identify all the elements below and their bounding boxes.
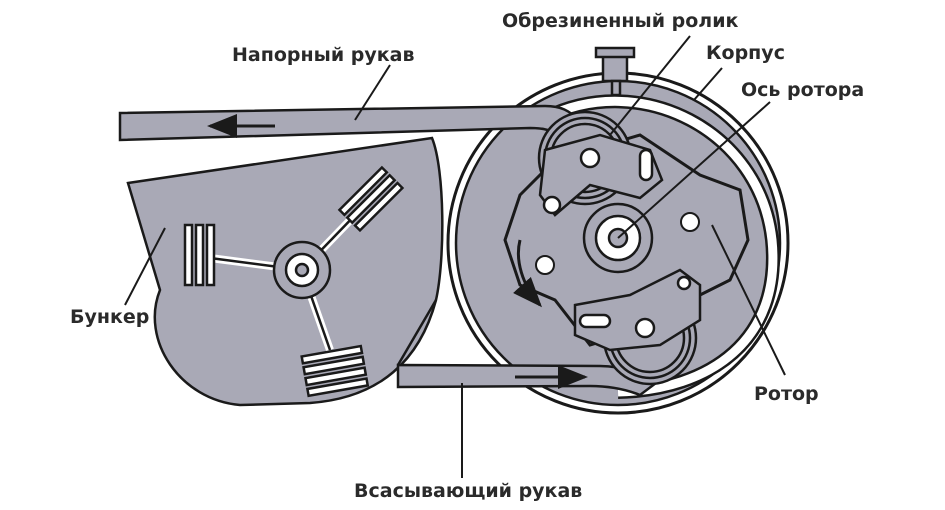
mixer-paddle — [300, 344, 370, 398]
label-rotor: Ротор — [754, 383, 819, 405]
label-hopper: Бункер — [70, 306, 150, 328]
rotation-arrow — [513, 239, 543, 308]
rotor-bolts — [535, 212, 700, 275]
leader-rotor-axis — [617, 101, 771, 239]
leader-lines — [124, 35, 786, 478]
label-suction-hose: Всасывающий рукав — [354, 480, 583, 502]
mixer-paddle — [183, 223, 216, 287]
leader-pressure-hose — [354, 64, 391, 121]
leader-rotor — [711, 224, 786, 376]
label-rotor-axis: Ось ротора — [741, 79, 865, 101]
leader-rubber-roller — [609, 35, 691, 136]
label-pressure-hose: Напорный рукав — [232, 44, 415, 66]
rubber-roller-upper — [537, 110, 664, 217]
label-housing: Корпус — [706, 42, 785, 64]
rubber-roller-lower — [573, 268, 702, 386]
leader-housing — [693, 67, 723, 101]
suction-hose — [396, 299, 663, 397]
label-rubber-roller: Обрезиненный ролик — [502, 10, 739, 32]
hopper-mixer — [183, 165, 405, 398]
mixer-paddle — [337, 165, 405, 233]
housing-valve — [594, 46, 636, 97]
leader-hopper — [124, 227, 166, 306]
